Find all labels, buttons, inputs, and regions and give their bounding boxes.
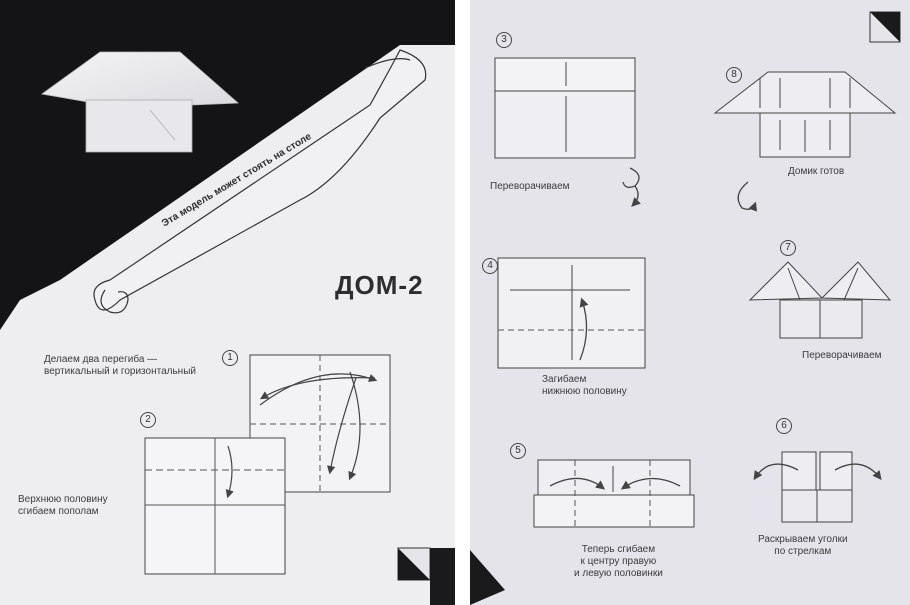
step5-number: 5 bbox=[510, 443, 526, 459]
step6-diagram bbox=[753, 451, 882, 523]
step5-diagram bbox=[533, 459, 695, 528]
step7-text: Переворачиваем bbox=[802, 350, 882, 361]
step3-diagram bbox=[494, 57, 641, 207]
scroll-banner bbox=[93, 49, 427, 311]
step4-number: 4 bbox=[482, 258, 498, 274]
step5-text: Теперь сгибаем к центру правую и левую п… bbox=[574, 544, 663, 579]
right-page: 3 Переворачиваем 8 Домик готов 4 Загибае… bbox=[470, 0, 910, 605]
step6-text: Раскрываем уголки по стрелкам bbox=[758, 534, 848, 557]
step4-text: Загибаем нижнюю половину bbox=[542, 374, 627, 397]
house-body-photo bbox=[85, 99, 193, 153]
step6-number: 6 bbox=[776, 418, 792, 434]
step7-diagram bbox=[748, 261, 892, 339]
step1-text: Делаем два перегиба — вертикальный и гор… bbox=[44, 354, 196, 377]
bottom-corner-decor bbox=[470, 550, 505, 605]
left-page-art bbox=[0, 0, 455, 605]
left-page: Эта модель может стоять на столе ДОМ-2 1… bbox=[0, 0, 455, 605]
step2-diagram bbox=[144, 437, 286, 575]
step2-text: Верхнюю половину сгибаем пополам bbox=[18, 494, 108, 517]
step4-diagram bbox=[497, 257, 646, 369]
right-page-art bbox=[470, 11, 901, 605]
step3-text: Переворачиваем bbox=[490, 181, 570, 192]
step2-number: 2 bbox=[140, 412, 156, 428]
page-gutter bbox=[455, 0, 470, 605]
step8-number: 8 bbox=[726, 67, 742, 83]
step3-number: 3 bbox=[496, 32, 512, 48]
step8-diagram bbox=[713, 71, 897, 212]
step1-number: 1 bbox=[222, 350, 238, 366]
page-title: ДОМ-2 bbox=[335, 270, 424, 300]
step7-number: 7 bbox=[780, 240, 796, 256]
step8-text: Домик готов bbox=[788, 166, 845, 177]
